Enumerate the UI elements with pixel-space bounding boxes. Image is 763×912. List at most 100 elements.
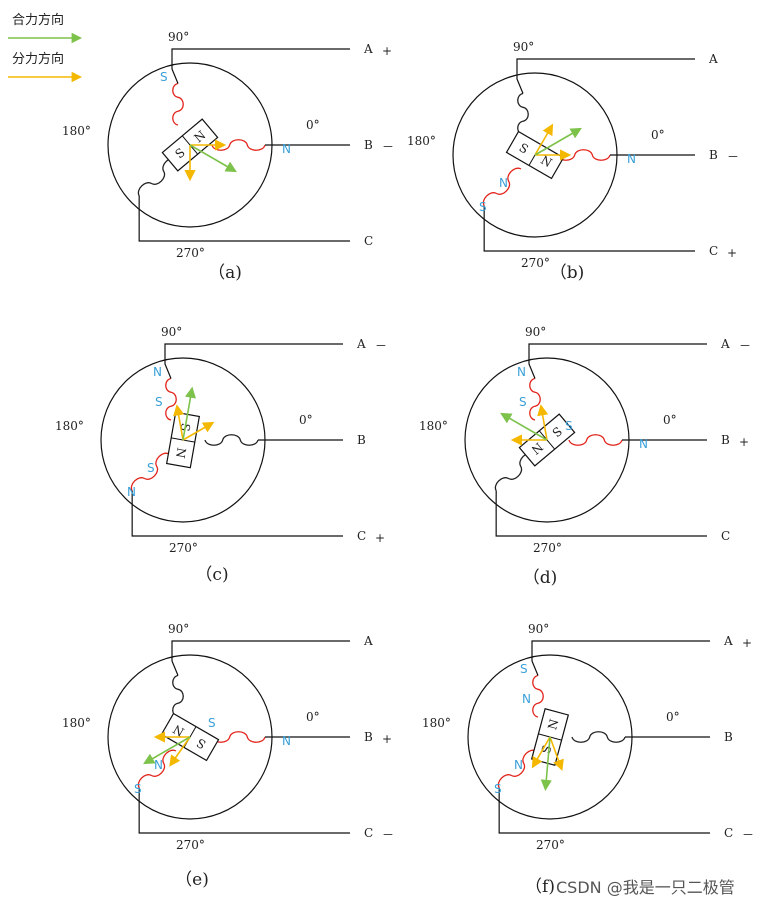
angle-label-deg90: 90° (513, 40, 534, 54)
component-arrow (182, 421, 215, 441)
pole-label-s: S (147, 461, 155, 475)
pole-label-n: N (514, 758, 523, 772)
phase-label-b: B (357, 433, 366, 447)
phase-label-a: A (720, 337, 730, 351)
watermark: CSDN @我是一只二极管 (556, 878, 735, 897)
phase-label-b: B (709, 148, 718, 162)
wire-a (531, 640, 710, 676)
angle-label-deg90: 90° (525, 325, 546, 339)
phase-sign-b: + (739, 435, 749, 449)
wire-a (171, 48, 350, 84)
pole-label-n: N (499, 176, 508, 190)
wire-c (483, 205, 695, 252)
phase-label-c: C (721, 529, 730, 543)
phase-label-b: B (364, 138, 373, 152)
phase-sign-b: － (727, 150, 739, 164)
phase-label-a: A (363, 634, 373, 648)
pole-label-n: N (639, 437, 648, 451)
pole-label-s: S (208, 716, 216, 730)
angle-label-deg0: 0° (651, 128, 665, 142)
coil-b (204, 434, 259, 446)
angle-label-deg270: 270° (536, 838, 565, 852)
wire-c (138, 195, 350, 242)
phase-sign-b: + (382, 732, 392, 746)
angle-label-deg270: 270° (169, 541, 198, 555)
phase-label-c: C (364, 826, 373, 840)
angle-label-deg0: 0° (299, 413, 313, 427)
coil-a (517, 92, 529, 136)
panel-caption: （d) (523, 568, 558, 588)
angle-label-deg0: 0° (663, 413, 677, 427)
angle-label-deg0: 0° (666, 710, 680, 724)
resultant-arrow (500, 412, 548, 441)
angle-label-deg180: 180° (62, 124, 91, 138)
coil-a (172, 674, 184, 718)
panel-caption: （c) (195, 565, 228, 585)
pole-label-n: N (154, 758, 163, 772)
legend-resultant-label: 合力方向 (12, 12, 64, 28)
angle-label-deg270: 270° (521, 256, 550, 270)
pole-label-n: N (282, 142, 291, 156)
coil-c (130, 452, 170, 492)
coil-c (494, 452, 534, 492)
pole-label-s: S (160, 70, 168, 84)
phase-sign-a: － (375, 339, 387, 353)
pole-label-s: S (134, 782, 142, 796)
phase-label-c: C (364, 234, 373, 248)
angle-label-deg0: 0° (306, 118, 320, 132)
pole-label-s: S (479, 200, 487, 214)
angle-label-deg90: 90° (168, 622, 189, 636)
angle-label-deg0: 0° (306, 710, 320, 724)
panel-caption: （a) (208, 263, 242, 283)
coil-c (497, 749, 537, 789)
phase-sign-c: － (742, 828, 754, 842)
rotor-n-label: N (173, 446, 189, 459)
wire-c (138, 787, 350, 834)
phase-sign-c: － (382, 828, 394, 842)
phase-label-a: A (356, 337, 366, 351)
legend-component-label: 分力方向 (12, 51, 64, 67)
resultant-arrow (534, 127, 582, 156)
phase-label-c: C (357, 529, 366, 543)
phase-sign-a: + (742, 636, 752, 650)
resultant-arrow (540, 736, 552, 792)
pole-label-n: N (127, 485, 136, 499)
phase-label-a: A (723, 634, 733, 648)
angle-label-deg270: 270° (176, 246, 205, 260)
coil-c (137, 749, 177, 789)
wire-a (516, 58, 695, 94)
coil-a (532, 674, 544, 718)
phase-sign-a: + (382, 44, 392, 58)
pole-label-n: N (522, 692, 531, 706)
component-arrow (531, 736, 551, 769)
wire-a (528, 343, 707, 379)
angle-label-deg90: 90° (168, 30, 189, 44)
angle-label-deg90: 90° (528, 622, 549, 636)
pole-label-s: S (519, 395, 527, 409)
phase-label-a: A (363, 42, 373, 56)
phase-sign-b: － (382, 140, 394, 154)
component-arrow (534, 123, 554, 156)
component-arrow (173, 404, 185, 441)
phase-label-c: C (724, 826, 733, 840)
rotor-n-label: N (545, 718, 561, 732)
angle-label-deg180: 180° (422, 716, 451, 730)
wire-c (498, 787, 710, 834)
panel-caption: （e) (175, 870, 209, 890)
phase-label-a: A (708, 52, 718, 66)
wire-c (495, 490, 707, 537)
coil-b (571, 731, 626, 743)
component-arrow (549, 736, 564, 772)
pole-label-n: N (517, 365, 526, 379)
phase-label-b: B (721, 433, 730, 447)
rotor-s-label: S (539, 744, 555, 756)
phase-label-b: B (364, 730, 373, 744)
phase-label-b: B (724, 730, 733, 744)
wire-c (131, 490, 343, 537)
angle-label-deg180: 180° (419, 419, 448, 433)
phase-sign-c: + (727, 246, 737, 260)
